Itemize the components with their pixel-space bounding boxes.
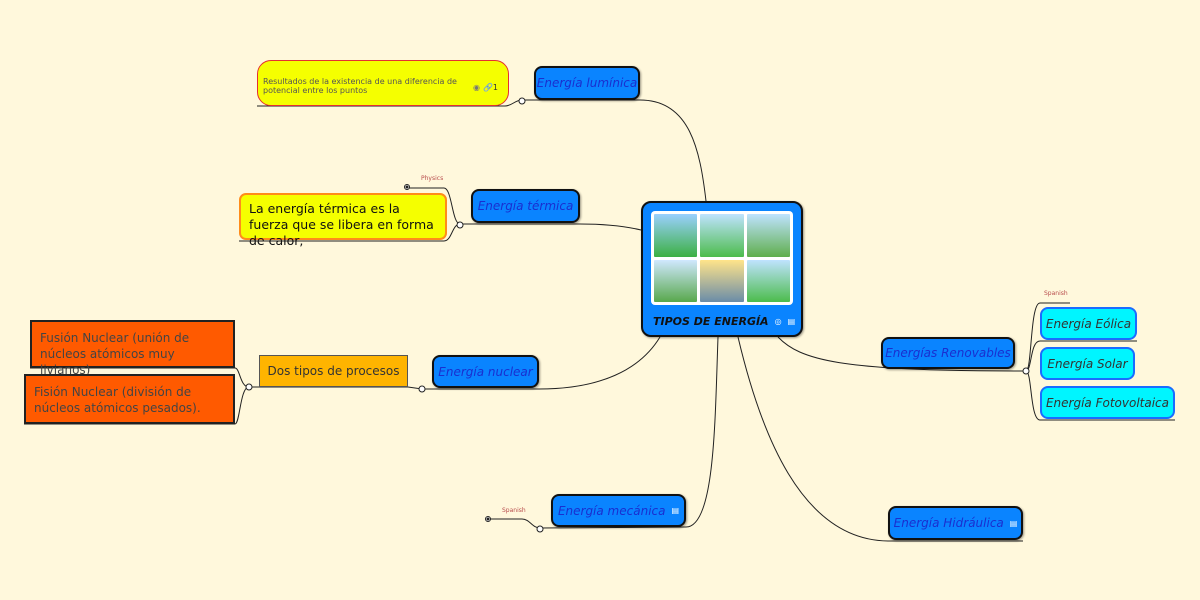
tag-spanish: Spanish xyxy=(1044,290,1068,297)
note-luminica[interactable]: Resultados de la existencia de una difer… xyxy=(257,60,509,106)
globe-icon[interactable]: ◎ xyxy=(774,317,782,326)
link-icon[interactable]: 🔗1 xyxy=(482,83,498,92)
node-dos-tipos[interactable]: Dos tipos de procesos xyxy=(259,355,408,387)
tag-spanish: Spanish xyxy=(502,507,526,514)
node-fusion[interactable]: Fusión Nuclear (unión de núcleos atómico… xyxy=(30,320,235,377)
central-topic[interactable]: TIPOS DE ENERGÍA ◎ ▤ xyxy=(641,201,803,337)
node-fotovoltaica[interactable]: Energía Fotovoltaica xyxy=(1040,386,1175,419)
central-title: TIPOS DE ENERGÍA xyxy=(653,315,769,328)
note-icon[interactable]: ▤ xyxy=(787,317,796,326)
energy-images xyxy=(651,211,793,305)
note-termica[interactable]: La energía térmica es la fuerza que se l… xyxy=(239,193,447,248)
branch-luminica[interactable]: Energía lumínica xyxy=(534,66,640,100)
globe-icon[interactable]: ◉ xyxy=(473,83,480,92)
branch-termica[interactable]: Energía térmica xyxy=(471,189,580,223)
branch-hidraulica[interactable]: Energía Hidráulica▤ xyxy=(888,506,1023,540)
node-eolica[interactable]: Energía Eólica xyxy=(1040,307,1137,340)
branch-renovables[interactable]: Energías Renovables xyxy=(881,337,1015,369)
tag-physics: Physics xyxy=(421,175,444,182)
note-icon[interactable]: ▤ xyxy=(1009,518,1018,528)
note-icon[interactable]: ▤ xyxy=(671,506,680,515)
node-fision[interactable]: Fisión Nuclear (división de núcleos atóm… xyxy=(24,374,235,424)
node-solar[interactable]: Energía Solar xyxy=(1040,347,1135,380)
branch-nuclear[interactable]: Energía nuclear xyxy=(432,355,539,388)
branch-mecanica[interactable]: Energía mecánica▤ xyxy=(551,494,686,527)
